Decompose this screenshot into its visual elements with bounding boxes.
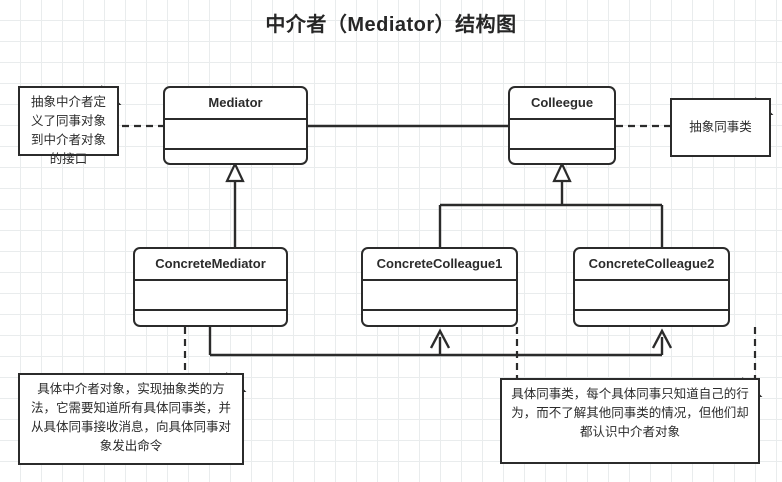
note-text-concrete-colleague: 具体同事类，每个具体同事只知道自己的行为，而不了解其他同事类的情况，但他们却都认… (511, 387, 749, 439)
class-attributes-mediator (165, 120, 306, 150)
note-concrete-mediator[interactable]: 具体中介者对象，实现抽象类的方法，它需要知道所有具体同事类，并从具体同事接收消息… (18, 373, 244, 465)
class-operations-colleague (510, 150, 614, 163)
class-operations-concrete-colleague-2 (575, 311, 728, 325)
class-attributes-concrete-colleague-1 (363, 281, 516, 311)
class-box-concrete-colleague-1[interactable]: ConcreteColleague1 (361, 247, 518, 327)
class-box-colleague[interactable]: Colleegue (508, 86, 616, 165)
note-text-abstract-colleague: 抽象同事类 (689, 120, 752, 134)
arrowhead-cc2 (651, 328, 673, 349)
class-box-mediator[interactable]: Mediator (163, 86, 308, 165)
class-name-concrete-mediator: ConcreteMediator (135, 249, 286, 281)
class-name-concrete-colleague-1: ConcreteColleague1 (363, 249, 516, 281)
page-title: 中介者（Mediator）结构图 (265, 14, 517, 36)
note-text-abstract-mediator: 抽象中介者定义了同事对象到中介者对象的接口 (30, 95, 106, 166)
generalization-triangle-colleague (552, 161, 572, 183)
note-text-concrete-mediator: 具体中介者对象，实现抽象类的方法，它需要知道所有具体同事类，并从具体同事接收消息… (30, 382, 231, 453)
class-operations-mediator (165, 150, 306, 163)
class-attributes-concrete-mediator (135, 281, 286, 311)
class-operations-concrete-colleague-1 (363, 311, 516, 325)
generalization-triangle-mediator (225, 161, 245, 183)
class-operations-concrete-mediator (135, 311, 286, 325)
note-abstract-colleague[interactable]: 抽象同事类 (670, 98, 771, 157)
class-name-concrete-colleague-2: ConcreteColleague2 (575, 249, 728, 281)
class-name-mediator: Mediator (165, 88, 306, 120)
class-name-colleague: Colleegue (510, 88, 614, 120)
class-box-concrete-colleague-2[interactable]: ConcreteColleague2 (573, 247, 730, 327)
note-concrete-colleague[interactable]: 具体同事类，每个具体同事只知道自己的行为，而不了解其他同事类的情况，但他们却都认… (500, 378, 760, 464)
arrowhead-cc1 (429, 328, 451, 349)
note-abstract-mediator[interactable]: 抽象中介者定义了同事对象到中介者对象的接口 (18, 86, 119, 166)
class-attributes-concrete-colleague-2 (575, 281, 728, 311)
class-attributes-colleague (510, 120, 614, 150)
class-box-concrete-mediator[interactable]: ConcreteMediator (133, 247, 288, 327)
